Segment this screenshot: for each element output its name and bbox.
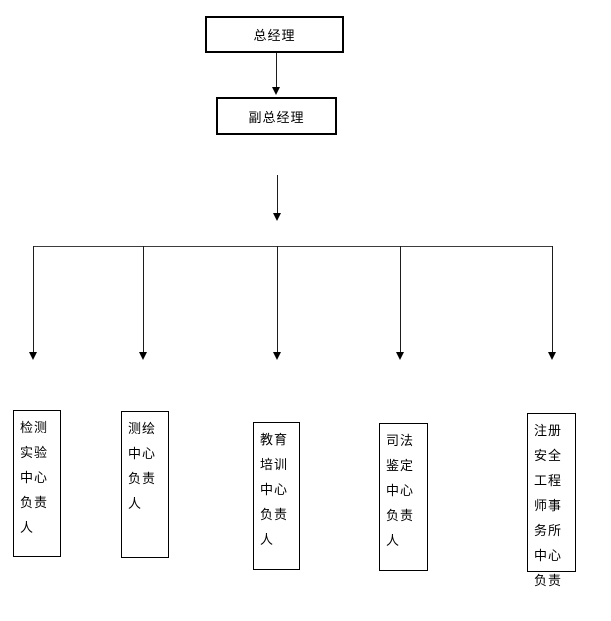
connector-drop-education-line — [277, 246, 278, 352]
connector-gm-to-dgm-arrowhead-icon — [272, 87, 280, 95]
connector-drop-testing-lab-line — [33, 246, 34, 352]
dept-surveying-center: 测绘 中心 负责 人 — [121, 411, 169, 558]
connector-drop-registered-safety-arrowhead-icon — [548, 352, 556, 360]
dept-registered-safety-engineer-office-center: 注册 安全 工程 师事 务所 中心 负责 — [527, 413, 576, 589]
connector-drop-judicial-arrowhead-icon — [396, 352, 404, 360]
node-deputy-general-manager-label: 副总经理 — [248, 110, 305, 126]
node-general-manager-label: 总经理 — [253, 29, 296, 44]
dept-testing-lab-center: 检测 实验 中心 负责 人 — [13, 410, 61, 557]
connector-dgm-down-arrowhead-icon — [273, 213, 281, 221]
node-deputy-general-manager: 副总经理 — [216, 97, 337, 135]
dept-education-training-center: 教育 培训 中心 负责 人 — [253, 422, 300, 570]
connector-drop-surveying-arrowhead-icon — [139, 352, 147, 360]
node-general-manager: 总经理 — [205, 16, 344, 53]
connector-drop-surveying-line — [143, 246, 144, 352]
connector-drop-registered-safety-line — [552, 246, 553, 352]
dept-judicial-appraisal-center: 司法 鉴定 中心 负责 人 — [379, 423, 428, 571]
connector-drop-judicial-line — [400, 246, 401, 352]
connector-drop-education-arrowhead-icon — [273, 352, 281, 360]
connector-gm-to-dgm-line — [276, 53, 277, 88]
connector-horizontal-bus — [33, 246, 552, 247]
connector-drop-testing-lab-arrowhead-icon — [29, 352, 37, 360]
connector-dgm-down-line — [277, 175, 278, 214]
